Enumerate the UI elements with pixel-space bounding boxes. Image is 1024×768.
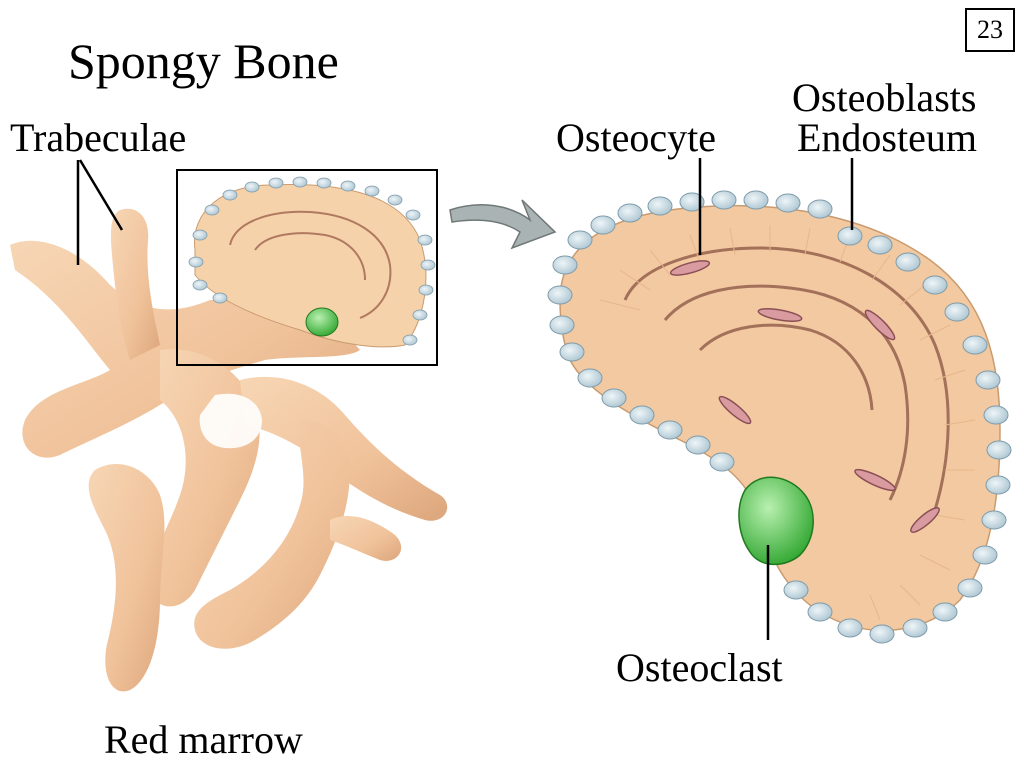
trabecula-branch — [88, 464, 165, 692]
osteocyte-cell — [854, 468, 896, 492]
slide-number: 23 — [965, 8, 1015, 52]
endosteum-label: Endosteum — [797, 115, 977, 160]
osteocyte-label: Osteocyte — [556, 115, 716, 160]
trabecula-branch — [199, 393, 262, 449]
osteocyte-cell — [757, 308, 803, 322]
trabecula-branch — [194, 420, 350, 649]
slide-title: Spongy Bone — [68, 33, 339, 89]
osteocyte-cell — [718, 395, 752, 425]
leader-lines — [76, 158, 854, 640]
trabecula-branch — [330, 515, 402, 561]
inset-trabecula-detail — [188, 176, 436, 348]
trabeculae-label: Trabeculae — [10, 115, 187, 160]
trabecula-branch — [110, 208, 160, 360]
trabeculae-network — [10, 208, 448, 692]
osteoclast-label: Osteoclast — [616, 645, 783, 690]
endosteum-cells — [547, 190, 1012, 644]
osteoblasts-label: Osteoblasts — [792, 75, 977, 120]
osteocyte-cell — [910, 507, 940, 533]
magnified-trabecula — [547, 190, 1012, 644]
osteoclast-cell — [738, 476, 814, 566]
trabeculae-leader — [78, 159, 124, 231]
trabecula-branch — [10, 240, 360, 458]
zoom-arrow — [449, 199, 557, 250]
osteocyte-cell — [864, 309, 896, 341]
zoom-inset-box — [176, 169, 438, 366]
osteocyte-cell — [669, 260, 711, 276]
inset-osteoclast — [305, 307, 339, 337]
red-marrow-label: Red marrow — [104, 717, 303, 762]
